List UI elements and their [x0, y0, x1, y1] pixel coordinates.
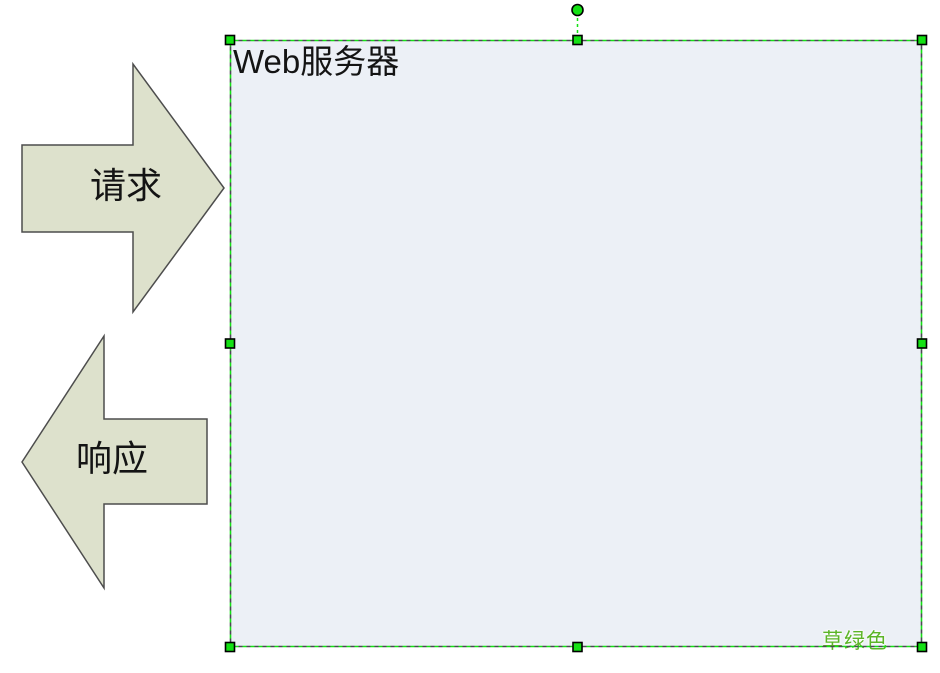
response-arrow-label: 响应	[76, 438, 148, 479]
color-name-label: 草绿色	[822, 629, 888, 653]
web-server-box[interactable]: Web服务器 草绿色	[230, 40, 922, 653]
rotate-handle-icon[interactable]	[571, 3, 584, 17]
request-arrow-label: 请求	[90, 165, 162, 206]
resize-handle-top-right[interactable]	[916, 34, 928, 46]
resize-handle-bottom-right[interactable]	[916, 641, 928, 653]
resize-handle-bottom-center[interactable]	[572, 641, 583, 653]
resize-handle-middle-left[interactable]	[224, 338, 236, 349]
response-arrow-shape[interactable]	[21, 333, 208, 591]
resize-handle-bottom-left[interactable]	[224, 641, 236, 653]
web-server-label: Web服务器	[233, 43, 400, 80]
request-arrow-shape[interactable]	[21, 61, 225, 315]
resize-handle-top-left[interactable]	[224, 34, 236, 46]
resize-handle-middle-right[interactable]	[916, 338, 928, 349]
resize-handle-top-center[interactable]	[572, 34, 583, 46]
